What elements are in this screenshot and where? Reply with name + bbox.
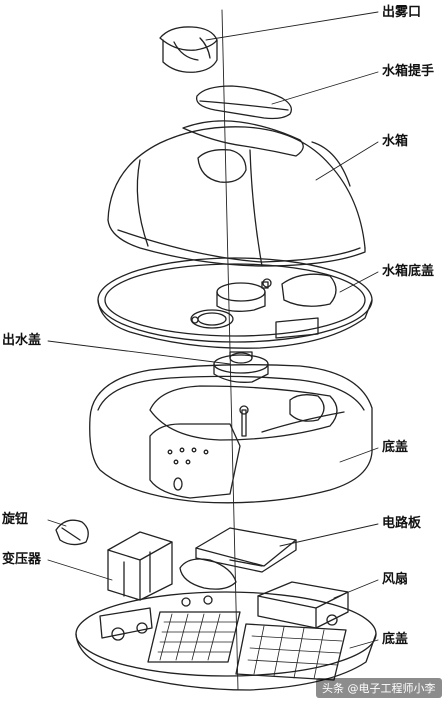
water-outlet-cover-part [213, 351, 269, 383]
watermark: 头条 @电子工程师小李 [316, 678, 442, 698]
label-knob: 旋钮 [2, 512, 29, 527]
leader-fan [333, 579, 379, 599]
label-water-tank: 水箱 [382, 134, 409, 149]
label-base-cover: 底盖 [382, 440, 409, 455]
label-circuit-board: 电路板 [382, 516, 422, 531]
leader-tank-handle [271, 71, 379, 105]
leader-circuit-board [279, 523, 379, 547]
leader-water-outlet-cover [47, 340, 231, 365]
bottom-cover-part [75, 591, 377, 691]
leader-knob [47, 519, 67, 527]
water-tank-part [107, 120, 366, 267]
leader-transformer [47, 559, 113, 581]
label-transformer: 变压器 [2, 552, 42, 567]
knob-part [55, 519, 89, 546]
tank-bottom-cover-part [97, 257, 373, 349]
label-fan: 风扇 [382, 572, 409, 587]
leader-bottom-cover [349, 639, 379, 649]
label-water-outlet-cover: 出水盖 [2, 333, 42, 348]
assembly-axis [221, 9, 239, 691]
electrical-assembly [107, 527, 349, 629]
base-housing-part [89, 364, 373, 504]
label-tank-handle: 水箱提手 [382, 64, 435, 79]
label-bottom-cover: 底盖 [382, 632, 409, 647]
label-mist-outlet: 出雾口 [382, 5, 422, 20]
leader-base-cover [339, 447, 379, 463]
leader-water-tank [315, 141, 379, 181]
mist-outlet-part [159, 26, 218, 73]
leader-lines [47, 11, 379, 649]
leader-tank-bottom-cover [339, 271, 379, 293]
label-tank-bottom-cover: 水箱底盖 [382, 264, 435, 279]
tank-handle-part [195, 85, 293, 120]
leader-mist-outlet [205, 11, 379, 41]
